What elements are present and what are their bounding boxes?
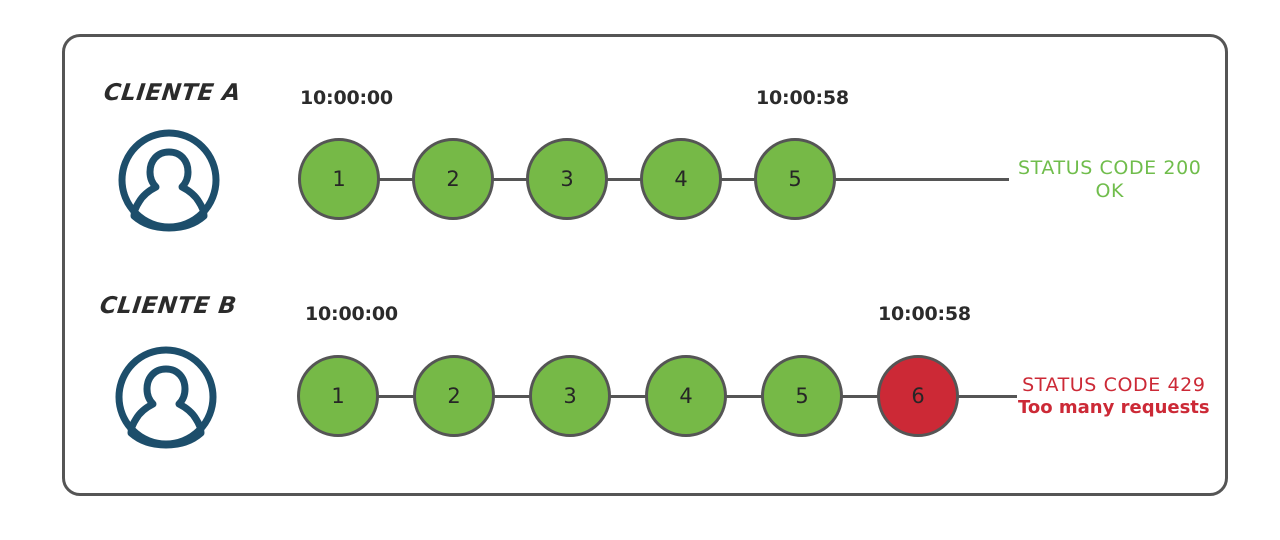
request-node: 4	[640, 138, 722, 220]
client-label-b: CLIENTE B	[98, 293, 239, 319]
request-node: 5	[754, 138, 836, 220]
request-connector	[841, 395, 879, 398]
request-connector	[725, 395, 763, 398]
request-connector	[377, 395, 415, 398]
request-connector	[720, 178, 756, 181]
diagram-panel	[62, 34, 1228, 496]
user-avatar-icon	[115, 346, 217, 449]
request-connector	[609, 395, 647, 398]
request-connector	[606, 178, 642, 181]
request-node: 1	[298, 138, 380, 220]
request-node: 2	[413, 355, 495, 437]
request-node: 6	[877, 355, 959, 437]
request-connector	[492, 178, 528, 181]
request-connector	[378, 178, 414, 181]
request-node: 2	[412, 138, 494, 220]
status-b: STATUS CODE 429 Too many requests	[1018, 374, 1210, 418]
timestamp-a-end: 10:00:58	[756, 87, 849, 109]
status-connector	[957, 395, 1017, 398]
request-node: 3	[529, 355, 611, 437]
status-connector	[834, 178, 1009, 181]
request-node: 1	[297, 355, 379, 437]
status-b-code: STATUS CODE 429	[1022, 374, 1206, 396]
user-avatar-icon	[118, 129, 220, 232]
client-label-a: CLIENTE A	[102, 80, 243, 106]
request-connector	[493, 395, 531, 398]
request-node: 5	[761, 355, 843, 437]
status-a-code: STATUS CODE 200	[1018, 157, 1202, 179]
request-node: 4	[645, 355, 727, 437]
timestamp-b-end: 10:00:58	[878, 303, 971, 325]
status-a: STATUS CODE 200 OK	[1018, 157, 1202, 202]
status-a-message: OK	[1095, 180, 1125, 202]
status-b-message: Too many requests	[1018, 397, 1210, 418]
timestamp-a-start: 10:00:00	[300, 87, 393, 109]
timestamp-b-start: 10:00:00	[305, 303, 398, 325]
request-node: 3	[526, 138, 608, 220]
